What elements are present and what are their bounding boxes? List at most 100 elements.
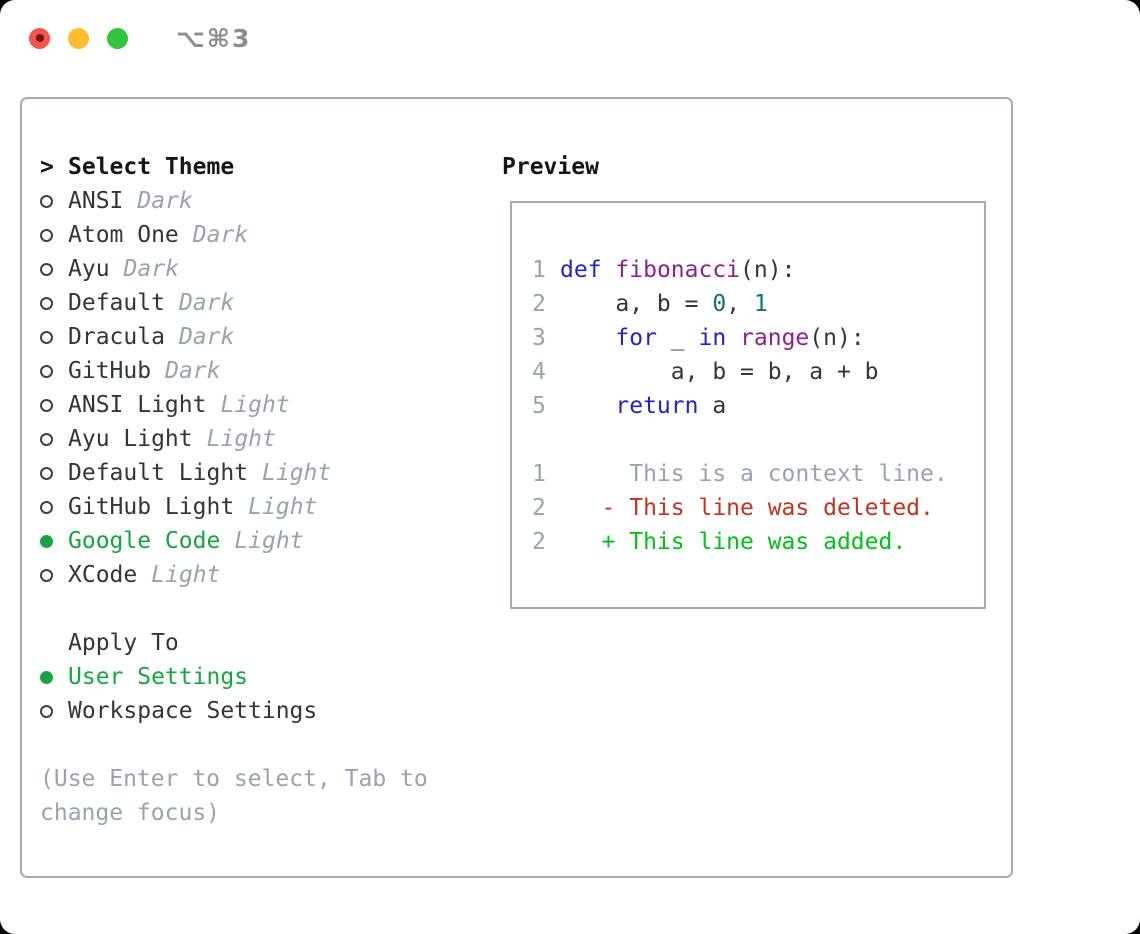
close-button[interactable]	[29, 27, 50, 49]
radio-unselected-icon	[40, 432, 68, 446]
apply-to-title: Apply To	[68, 630, 179, 656]
code-text: a, b = b, a + b	[560, 359, 879, 385]
radio-unselected-icon	[40, 228, 68, 242]
option-label: Ayu	[68, 256, 110, 282]
theme-option[interactable]: ANSI Dark	[40, 184, 502, 218]
theme-option[interactable]: ANSI Light Light	[40, 388, 502, 422]
line-number: 1	[532, 461, 546, 487]
option-label: Workspace Settings	[68, 698, 318, 724]
code-line: 2 a, b = 0, 1	[532, 287, 984, 321]
theme-option[interactable]: Dracula Dark	[40, 320, 502, 354]
radio-unselected-icon	[40, 262, 68, 276]
option-variant-tag: Dark	[137, 188, 193, 214]
code-line: 2 - This line was deleted.	[532, 491, 984, 525]
code-text: - This line was deleted.	[560, 495, 934, 521]
spacer	[40, 592, 502, 626]
code-line: 1 def fibonacci(n):	[532, 253, 984, 287]
code-text: a, b = 0, 1	[560, 291, 768, 317]
window-title: ⌥⌘3	[176, 23, 252, 53]
option-variant-tag: Light	[248, 494, 318, 520]
help-text-line-2: change focus)	[40, 800, 221, 826]
option-variant-tag: Light	[262, 460, 332, 486]
radio-unselected-icon	[40, 500, 68, 514]
theme-option[interactable]: Ayu Dark	[40, 252, 502, 286]
line-number: 1	[532, 257, 546, 283]
record-dot-icon	[35, 34, 44, 42]
apply-to-header: Apply To	[40, 626, 502, 660]
code-line: 3 for _ in range(n):	[532, 321, 984, 355]
radio-unselected-icon	[40, 296, 68, 310]
radio-unselected-icon	[40, 330, 68, 344]
titlebar: ⌥⌘3	[0, 0, 1140, 53]
theme-option[interactable]: Atom One Dark	[40, 218, 502, 252]
code-text: return a	[615, 393, 727, 419]
option-label: Ayu Light	[68, 426, 193, 452]
line-number: 3	[532, 325, 546, 351]
radio-unselected-icon	[40, 568, 68, 582]
select-theme-header: > Select Theme	[40, 150, 502, 184]
minimize-button[interactable]	[68, 27, 89, 49]
code-line	[532, 423, 984, 457]
option-label: ANSI Light	[68, 392, 207, 418]
option-label: User Settings	[68, 664, 249, 690]
theme-option[interactable]: Default Dark	[40, 286, 502, 320]
help-text-line-1: (Use Enter to select, Tab to	[40, 766, 428, 792]
option-label: GitHub	[68, 358, 152, 384]
line-number: 2	[532, 529, 546, 555]
option-label: ANSI	[68, 188, 124, 214]
code-line: 2 + This line was added.	[532, 525, 984, 559]
option-variant-tag: Light	[220, 392, 290, 418]
radio-unselected-icon	[40, 194, 68, 208]
theme-option[interactable]: GitHub Dark	[40, 354, 502, 388]
code-line: 1 This is a context line.	[532, 457, 984, 491]
option-variant-tag: Dark	[192, 222, 249, 248]
apply-to-option[interactable]: User Settings	[40, 660, 502, 694]
option-variant-tag: Dark	[178, 324, 235, 350]
prompt-caret-icon: >	[40, 154, 54, 180]
line-number	[532, 423, 560, 457]
code-line: 5 return a	[532, 389, 984, 423]
line-number: 5	[532, 393, 546, 419]
option-label: GitHub Light	[68, 494, 235, 520]
radio-unselected-icon	[40, 704, 68, 718]
code-text: def fibonacci(n):	[560, 257, 796, 283]
option-variant-tag: Dark	[165, 358, 221, 384]
theme-option[interactable]: Google Code Light	[40, 524, 502, 558]
theme-option[interactable]: Ayu Light Light	[40, 422, 502, 456]
option-label: Default	[68, 290, 165, 316]
option-label: XCode	[68, 562, 138, 588]
radio-unselected-icon	[40, 466, 68, 480]
radio-unselected-icon	[40, 364, 68, 378]
option-variant-tag: Dark	[123, 256, 179, 282]
code-text: + This line was added.	[560, 529, 907, 555]
select-theme-title: Select Theme	[68, 154, 235, 180]
option-label: Google Code	[68, 528, 221, 554]
option-variant-tag: Dark	[178, 290, 235, 316]
radio-unselected-icon	[40, 398, 68, 412]
apply-to-option[interactable]: Workspace Settings	[40, 694, 502, 728]
radio-selected-icon	[40, 534, 68, 548]
option-variant-tag: Light	[234, 528, 304, 554]
code-line: 4 a, b = b, a + b	[532, 355, 984, 389]
line-number: 2	[532, 291, 546, 317]
option-label: Atom One	[68, 222, 179, 248]
radio-selected-icon	[40, 670, 68, 684]
option-variant-tag: Light	[206, 426, 276, 452]
theme-option[interactable]: GitHub Light Light	[40, 490, 502, 524]
spacer	[40, 728, 502, 762]
preview-title: Preview	[502, 154, 599, 180]
zoom-button[interactable]	[107, 27, 128, 49]
option-label: Dracula	[68, 324, 165, 350]
line-number: 4	[532, 359, 546, 385]
